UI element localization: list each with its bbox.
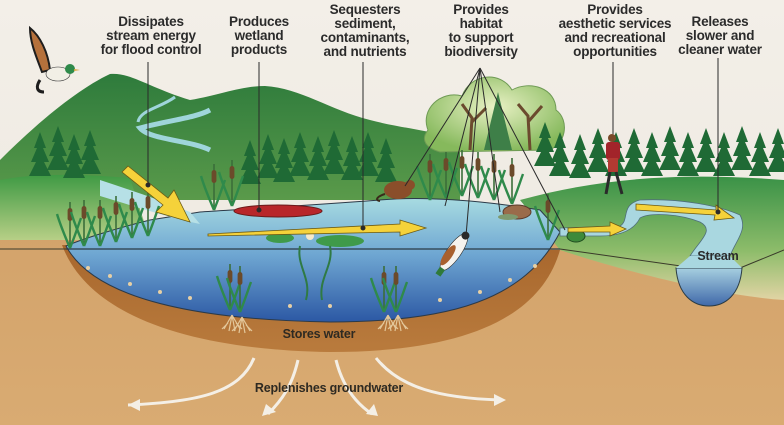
groundwater-arrow-icon <box>127 357 506 416</box>
label-sequesters: Sequesters sediment, contaminants, and n… <box>310 3 420 59</box>
label-line: habitat <box>459 16 503 31</box>
mountain-stream <box>135 107 212 153</box>
label-line: products <box>230 42 288 57</box>
deciduous-tree-icon <box>424 76 571 176</box>
leader-lines <box>145 58 721 237</box>
label-stream: Stream <box>697 249 739 263</box>
label-line: and nutrients <box>323 44 407 59</box>
label-line: stream energy <box>106 28 196 43</box>
mountain-icon <box>0 73 460 200</box>
label-line: and recreational <box>564 30 666 45</box>
label-line: Provides <box>453 2 509 17</box>
label-habitat: Provides habitat to support biodiversity <box>432 3 530 59</box>
label-flood-control: Dissipates stream energy for flood contr… <box>92 15 210 57</box>
sediment-dots <box>86 264 537 308</box>
label-groundwater: Replenishes groundwater <box>254 381 404 395</box>
label-line: to support <box>448 30 514 45</box>
label-stores-water: Stores water <box>282 327 356 341</box>
label-wetland-products: Produces wetland products <box>222 15 296 57</box>
arrow-icon <box>121 165 736 237</box>
label-line: sediment, <box>334 16 396 31</box>
label-line: Dissipates <box>118 14 184 29</box>
label-line: slower and <box>685 28 755 43</box>
label-line: Provides <box>587 2 643 17</box>
duck-icon <box>28 25 80 94</box>
label-line: Sequesters <box>329 2 401 17</box>
label-line: Releases <box>691 14 749 29</box>
turtle-icon <box>498 204 532 220</box>
stream-cross-section <box>675 267 743 307</box>
hiker-icon <box>604 134 624 195</box>
label-line: contaminants, <box>320 30 410 45</box>
label-line: biodiversity <box>444 44 518 59</box>
label-line: for flood control <box>100 42 202 57</box>
diving-duck-icon <box>435 231 470 277</box>
label-releases: Releases slower and cleaner water <box>676 15 764 57</box>
label-line: wetland <box>234 28 284 43</box>
label-line: aesthetic services <box>558 16 672 31</box>
label-line: cleaner water <box>678 42 762 57</box>
label-aesthetic: Provides aesthetic services and recreati… <box>550 3 680 59</box>
label-line: Produces <box>229 14 289 29</box>
canoe-icon <box>233 204 323 218</box>
label-line: opportunities <box>573 44 657 59</box>
